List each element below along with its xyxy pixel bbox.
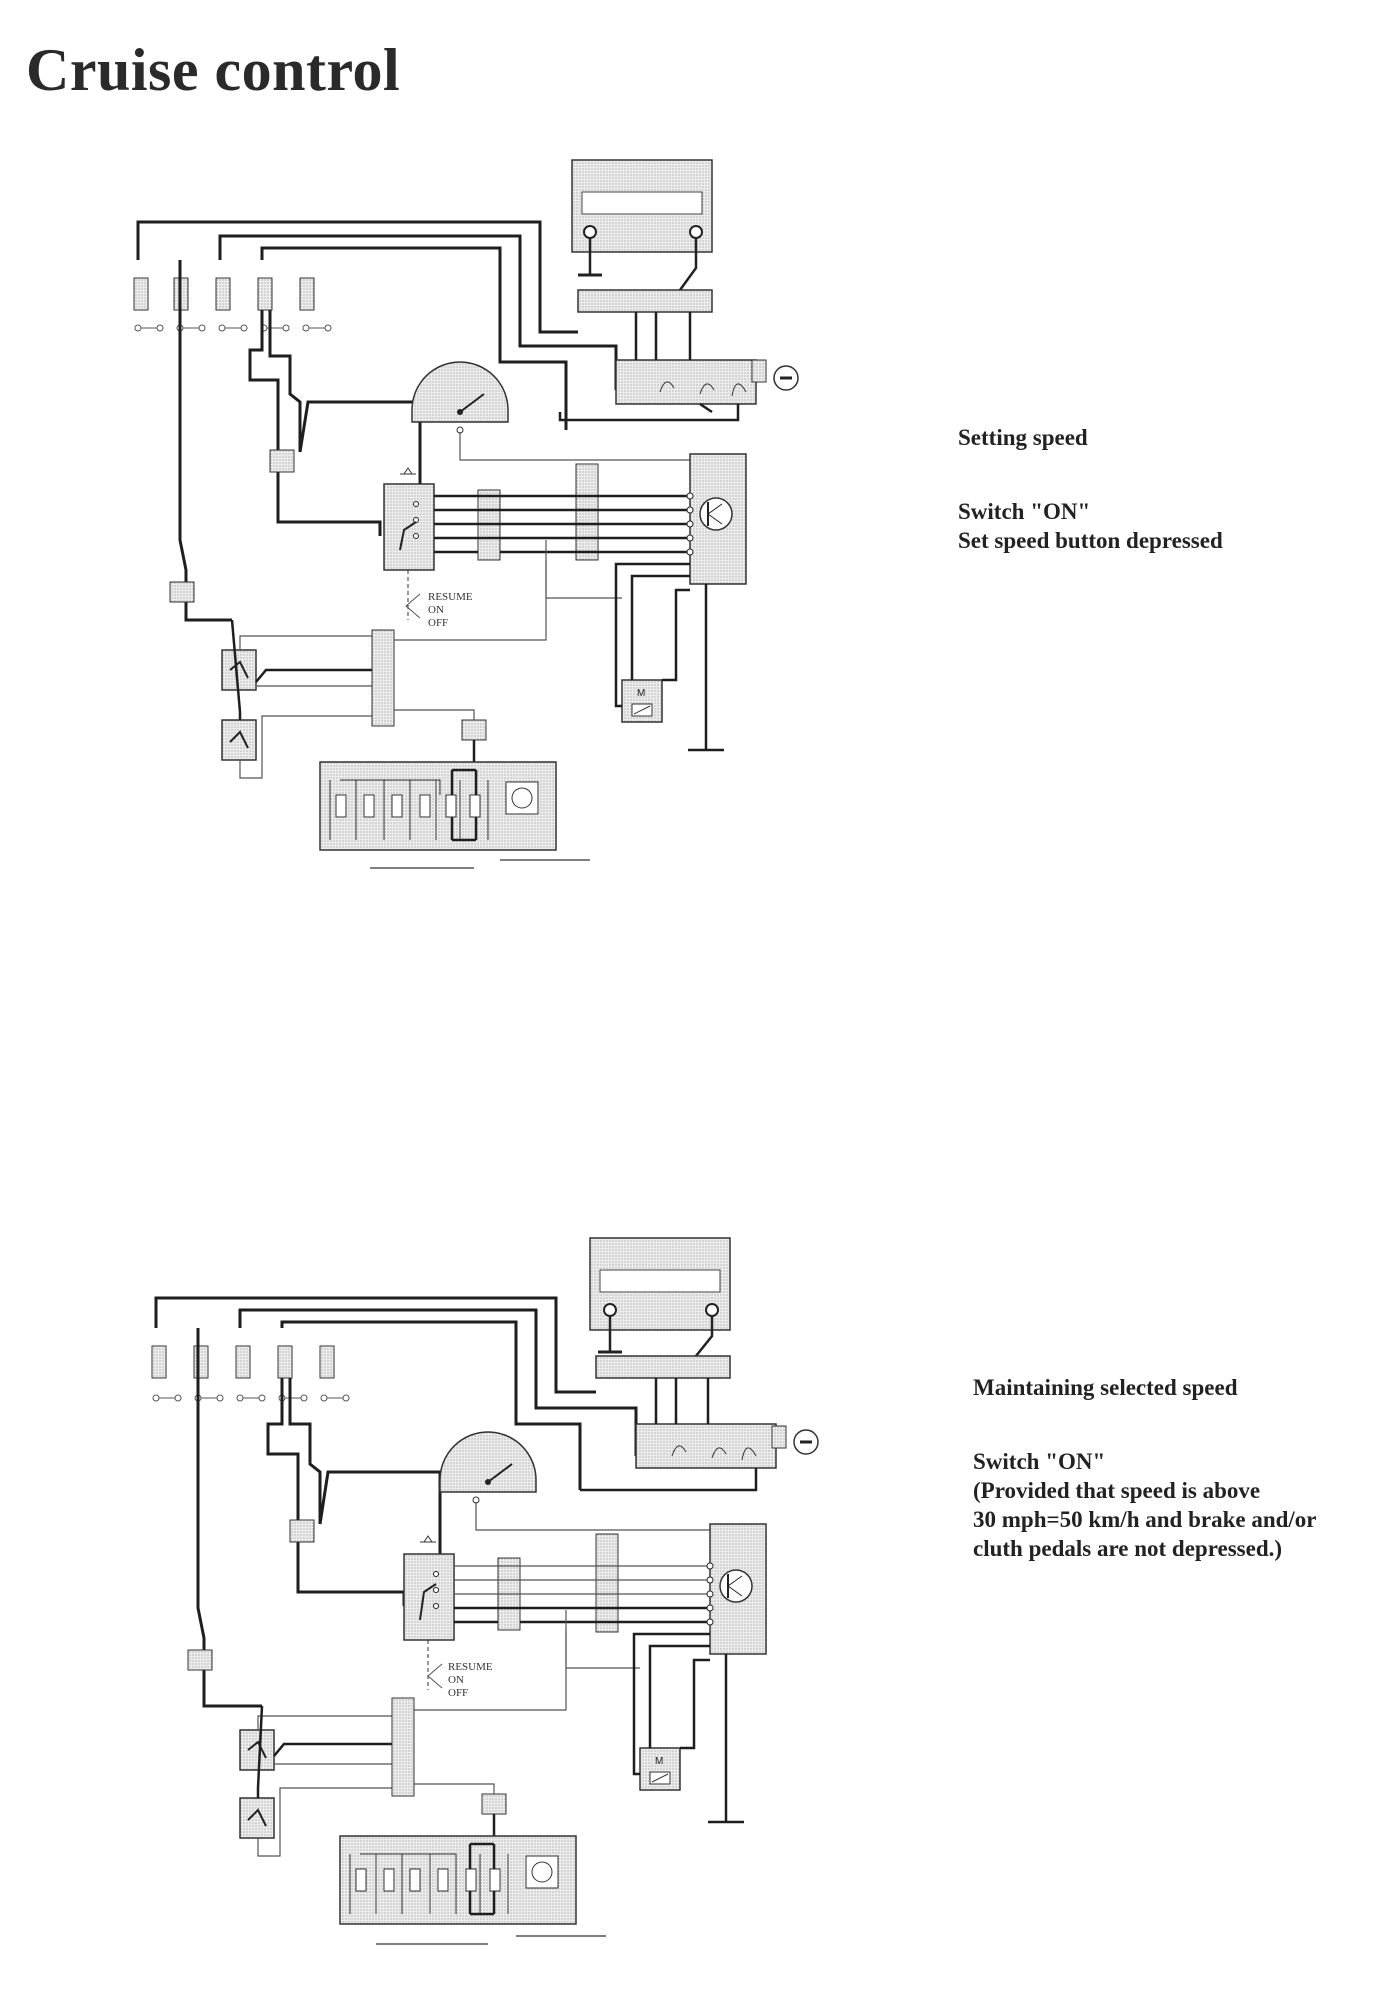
wiring-diagram-maintaining-speed: RESUME ON OFF M xyxy=(151,1237,819,1945)
description-line: (Provided that speed is above xyxy=(973,1478,1261,1503)
description-line: cluth pedals are not depressed.) xyxy=(973,1536,1283,1561)
switch-position-off: OFF xyxy=(428,617,448,629)
cruise-control-switch xyxy=(383,467,435,620)
connector-block-b xyxy=(575,463,599,561)
description-line: Set speed button depressed xyxy=(958,528,1223,553)
battery xyxy=(571,159,713,253)
connector-block-c xyxy=(371,629,395,727)
connector-block-d xyxy=(481,1793,507,1815)
actuator-motor xyxy=(621,679,663,723)
description-line: Switch "ON" xyxy=(958,499,1091,524)
central-electrical-unit xyxy=(339,1835,577,1925)
junction-box-2 xyxy=(289,1519,315,1543)
speedometer xyxy=(439,1431,537,1504)
clutch-pedal-switch xyxy=(221,719,257,761)
switch-position-on: ON xyxy=(448,1674,464,1686)
speedometer xyxy=(411,361,509,434)
description-heading: Setting speed xyxy=(958,425,1088,450)
description-setting-speed: Setting speed Switch "ON" Set speed butt… xyxy=(958,423,1223,555)
brake-pedal-switch xyxy=(221,649,257,691)
control-unit xyxy=(689,453,747,585)
connector-block-c xyxy=(391,1697,415,1797)
connector-block-b xyxy=(595,1533,619,1633)
junction-box xyxy=(187,1649,213,1671)
fuse-box xyxy=(133,277,315,311)
switch-position-on: ON xyxy=(428,604,444,616)
description-maintaining-speed: Maintaining selected speed Switch "ON" (… xyxy=(973,1373,1317,1563)
junction-box-2 xyxy=(269,449,295,473)
fuse-box xyxy=(151,1345,335,1379)
switch-position-resume: RESUME xyxy=(428,591,473,603)
motor-label: M xyxy=(655,1756,663,1767)
junction-box xyxy=(169,581,195,603)
control-unit xyxy=(709,1523,767,1655)
central-electrical-unit xyxy=(319,761,557,851)
brake-pedal-switch xyxy=(239,1729,275,1771)
wiring-diagram-setting-speed: RESUME ON OFF M xyxy=(133,159,799,869)
description-line: 30 mph=50 km/h and brake and/or xyxy=(973,1507,1317,1532)
connector-block xyxy=(595,1355,731,1379)
battery xyxy=(589,1237,731,1331)
connector-block xyxy=(577,289,713,313)
description-line: Switch "ON" xyxy=(973,1449,1106,1474)
description-heading: Maintaining selected speed xyxy=(973,1375,1238,1400)
motor-label: M xyxy=(637,688,645,699)
switch-position-resume: RESUME xyxy=(448,1661,493,1673)
clutch-pedal-switch xyxy=(239,1797,275,1839)
actuator-motor xyxy=(639,1747,681,1791)
page-title: Cruise control xyxy=(26,37,401,103)
ignition-switch xyxy=(615,359,799,405)
switch-position-off: OFF xyxy=(448,1687,468,1699)
ignition-switch xyxy=(635,1423,819,1469)
connector-block-d xyxy=(461,719,487,741)
cruise-control-switch xyxy=(403,1535,455,1690)
